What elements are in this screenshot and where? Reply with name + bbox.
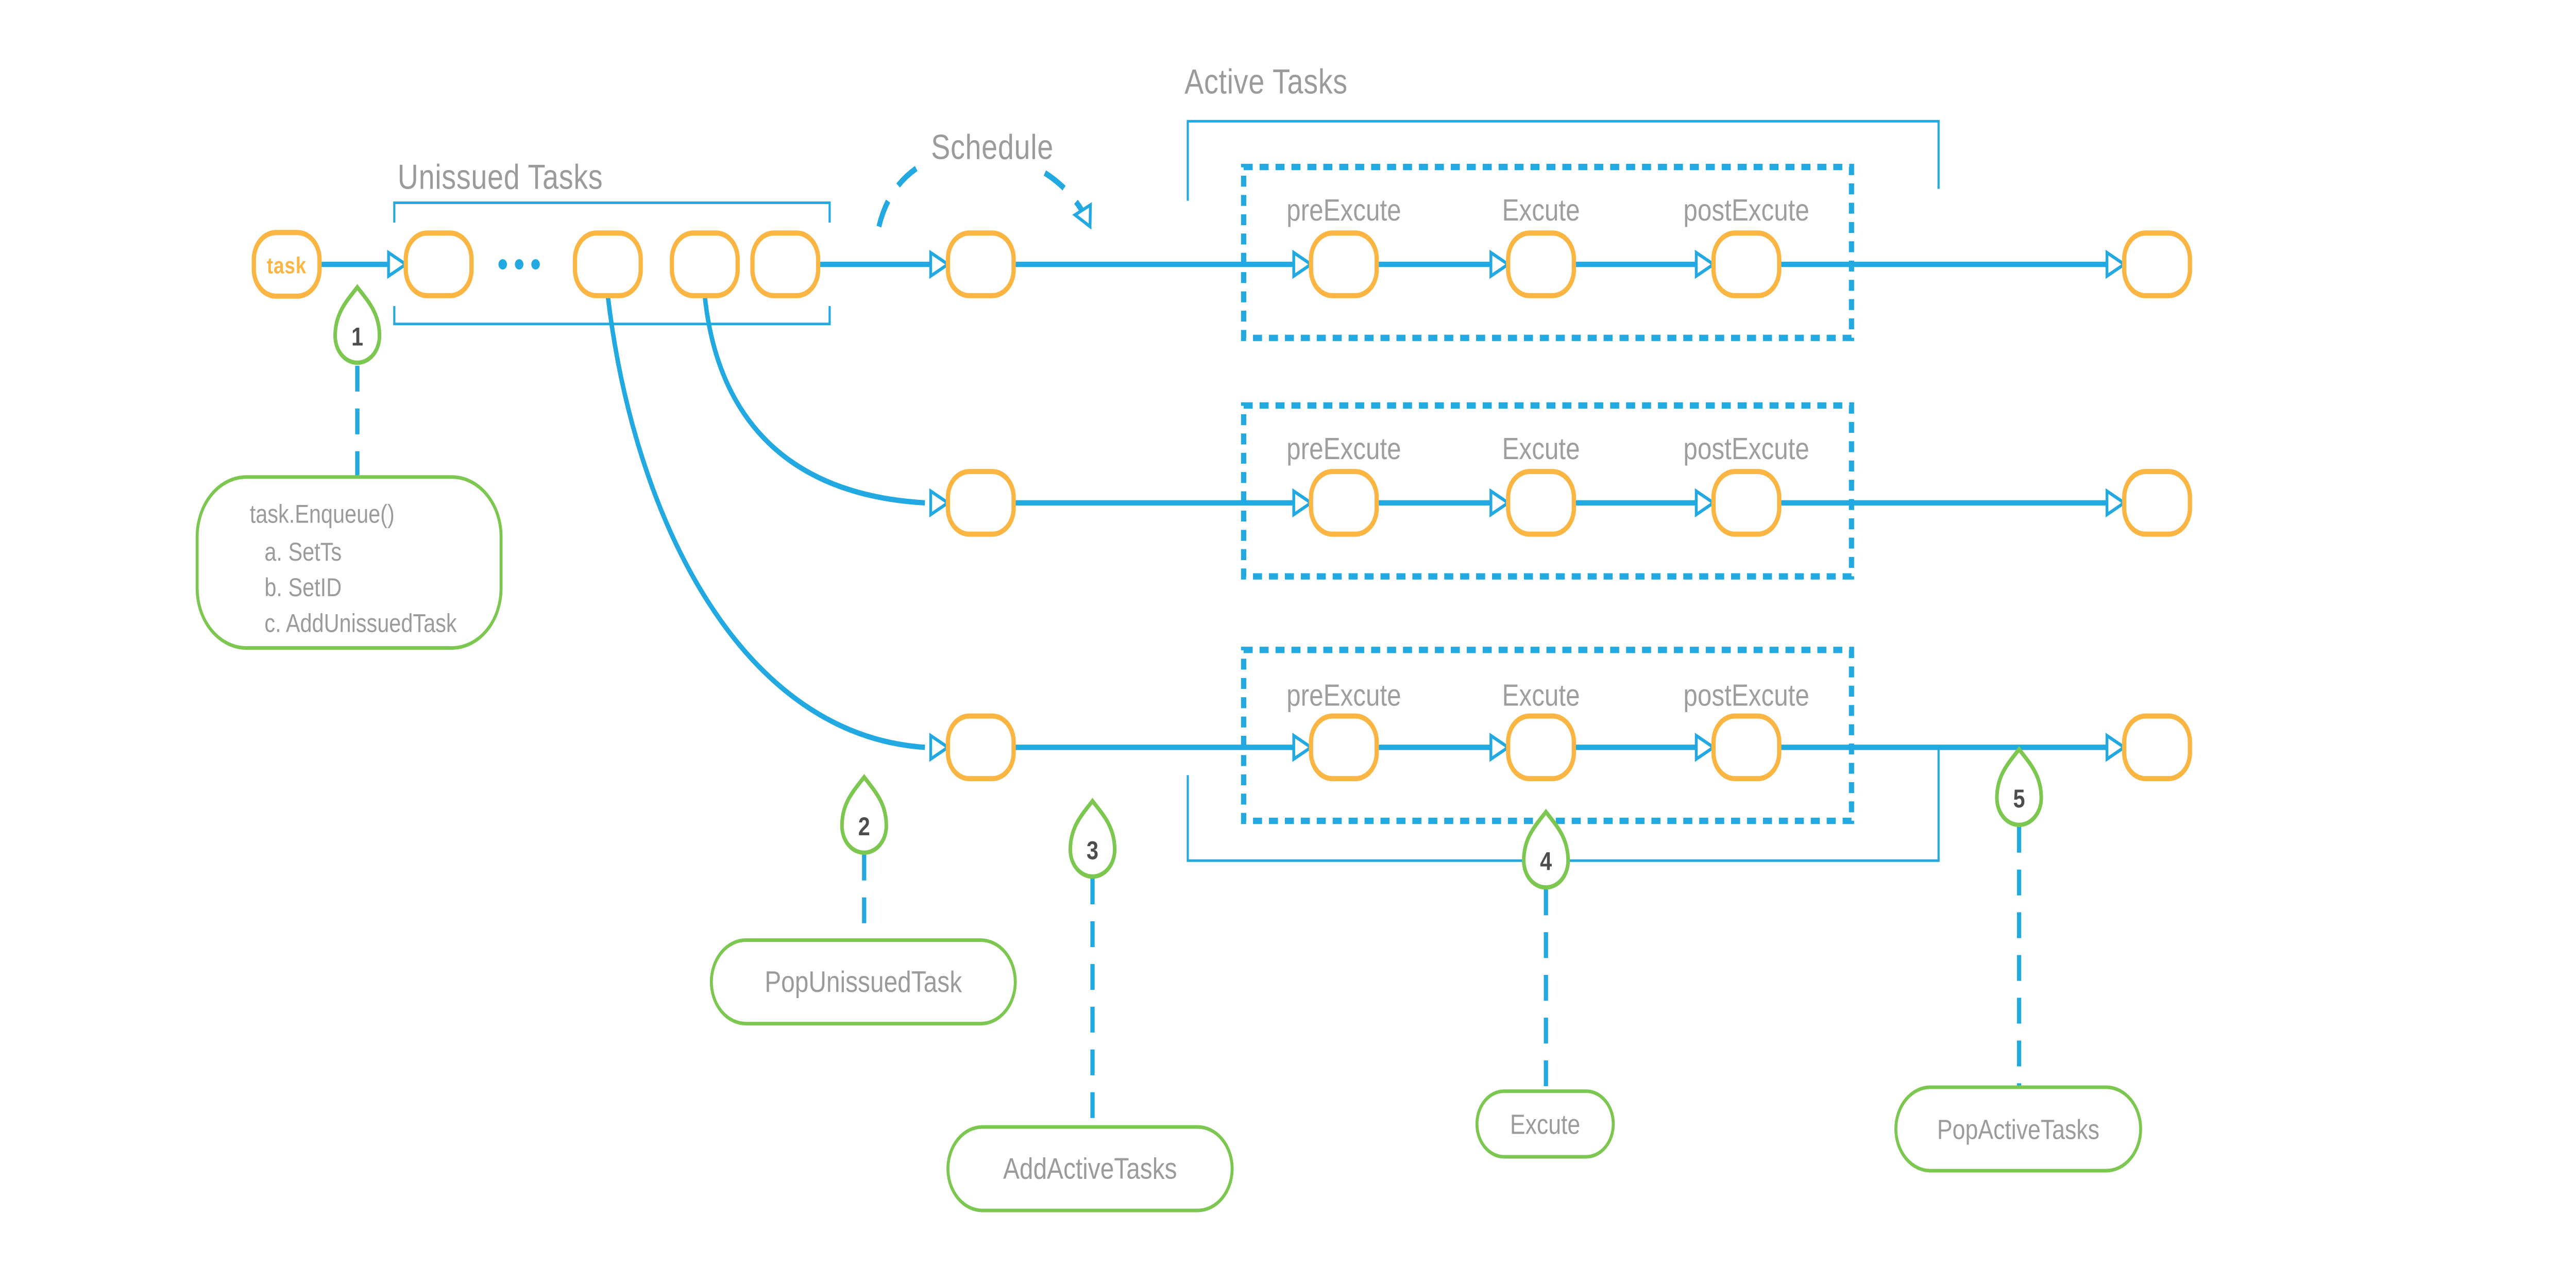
marker-pin-2: 2	[842, 777, 886, 940]
postexcute-node-row1	[1714, 233, 1780, 296]
arrow-icon	[930, 736, 947, 760]
svg-text:c. AddUnissuedTask: c. AddUnissuedTask	[264, 609, 457, 638]
callout-pop-unissued-task: PopUnissuedTask	[709, 938, 1017, 1026]
ellipsis-icon	[498, 259, 540, 270]
arrow-icon	[1696, 252, 1713, 276]
arrow-icon	[1491, 491, 1508, 515]
preexcute-node-row3	[1311, 716, 1377, 779]
marker-pin-1: 1	[335, 287, 380, 477]
edges-row3	[1013, 736, 2124, 760]
done-node-row1	[2124, 233, 2190, 296]
postexcute-label-row3: postExcute	[1683, 678, 1809, 713]
queue-node-3	[672, 233, 738, 296]
preexcute-node-row2	[1311, 471, 1377, 534]
arrow-icon	[1491, 736, 1508, 760]
arrow-icon	[930, 491, 947, 515]
svg-text:2: 2	[858, 812, 870, 841]
done-node-row2	[2124, 471, 2190, 534]
svg-text:a. SetTs: a. SetTs	[264, 537, 342, 566]
stage-labels-row2: preExcute Excute postExcute	[1286, 431, 1809, 466]
svg-text:3: 3	[1087, 836, 1098, 865]
arrow-icon	[2107, 736, 2124, 760]
arrow-icon	[2107, 491, 2124, 515]
excute-node-row3	[1508, 716, 1574, 779]
svg-text:b. SetID: b. SetID	[264, 572, 342, 602]
postexcute-label-row1: postExcute	[1683, 193, 1809, 228]
preexcute-label-row2: preExcute	[1286, 431, 1401, 466]
unissued-tasks-label: Unissued Tasks	[398, 158, 603, 197]
stage-labels-row3: preExcute Excute postExcute	[1286, 678, 1809, 713]
scheduled-node-row1	[948, 233, 1014, 296]
callout-task-enqueue: task.Enqueue() a. SetTs b. SetID c. AddU…	[195, 475, 503, 650]
callout-pop-active-tasks: PopActiveTasks	[1894, 1085, 2142, 1173]
marker-pin-5: 5	[1997, 749, 2041, 1087]
marker-pin-4: 4	[1524, 812, 1568, 1091]
arrow-icon	[388, 252, 405, 276]
svg-text:PopUnissuedTask: PopUnissuedTask	[765, 966, 962, 999]
svg-text:AddActiveTasks: AddActiveTasks	[1003, 1152, 1177, 1185]
svg-text:task.Enqueue(): task.Enqueue()	[250, 499, 395, 529]
postexcute-node-row2	[1714, 471, 1780, 534]
pipeline-box-row1	[1241, 163, 1854, 341]
schedule-arrow-icon	[1072, 202, 1092, 230]
arrow-icon	[930, 252, 947, 276]
excute-node-row1	[1508, 233, 1574, 296]
excute-label-row1: Excute	[1502, 193, 1580, 228]
svg-text:PopActiveTasks: PopActiveTasks	[1937, 1114, 2099, 1145]
queue-node-2	[575, 233, 641, 296]
callout-excute: Excute	[1475, 1089, 1615, 1159]
arrow-icon	[1696, 491, 1713, 515]
excute-label-row3: Excute	[1502, 678, 1580, 713]
excute-label-row2: Excute	[1502, 431, 1580, 466]
arrow-icon	[1696, 736, 1713, 760]
arrow-icon	[1491, 252, 1508, 276]
preexcute-node-row1	[1311, 233, 1377, 296]
edges-row2	[1013, 491, 2124, 515]
edges-row1	[319, 252, 2124, 276]
queue-node-4	[752, 233, 818, 296]
callout-add-active-tasks: AddActiveTasks	[946, 1125, 1234, 1212]
arrow-icon	[1294, 252, 1311, 276]
pipeline-box-row2	[1241, 402, 1854, 580]
svg-text:4: 4	[1540, 847, 1552, 876]
postexcute-label-row2: postExcute	[1683, 431, 1809, 466]
arrow-icon	[1294, 736, 1311, 760]
svg-text:Excute: Excute	[1510, 1109, 1580, 1140]
marker-pin-3: 3	[1070, 801, 1114, 1127]
preexcute-label-row3: preExcute	[1286, 678, 1401, 713]
excute-node-row2	[1508, 471, 1574, 534]
dispatch-curves	[605, 296, 948, 760]
scheduled-node-row2	[948, 471, 1014, 534]
queue-node-1	[406, 233, 472, 296]
arrow-icon	[2107, 252, 2124, 276]
schedule-label: Schedule	[931, 128, 1054, 167]
postexcute-node-row3	[1714, 716, 1780, 779]
done-node-row3	[2124, 716, 2190, 779]
preexcute-label-row1: preExcute	[1286, 193, 1401, 228]
task-node-label: task	[267, 252, 307, 278]
arrow-icon	[1294, 491, 1311, 515]
stage-labels-row1: preExcute Excute postExcute	[1286, 193, 1809, 228]
task-node: task	[251, 230, 322, 299]
svg-text:5: 5	[2013, 784, 2025, 813]
svg-text:1: 1	[351, 322, 363, 351]
scheduled-node-row3	[948, 716, 1014, 779]
schedule-arc	[876, 162, 1092, 230]
active-tasks-label: Active Tasks	[1184, 62, 1348, 101]
